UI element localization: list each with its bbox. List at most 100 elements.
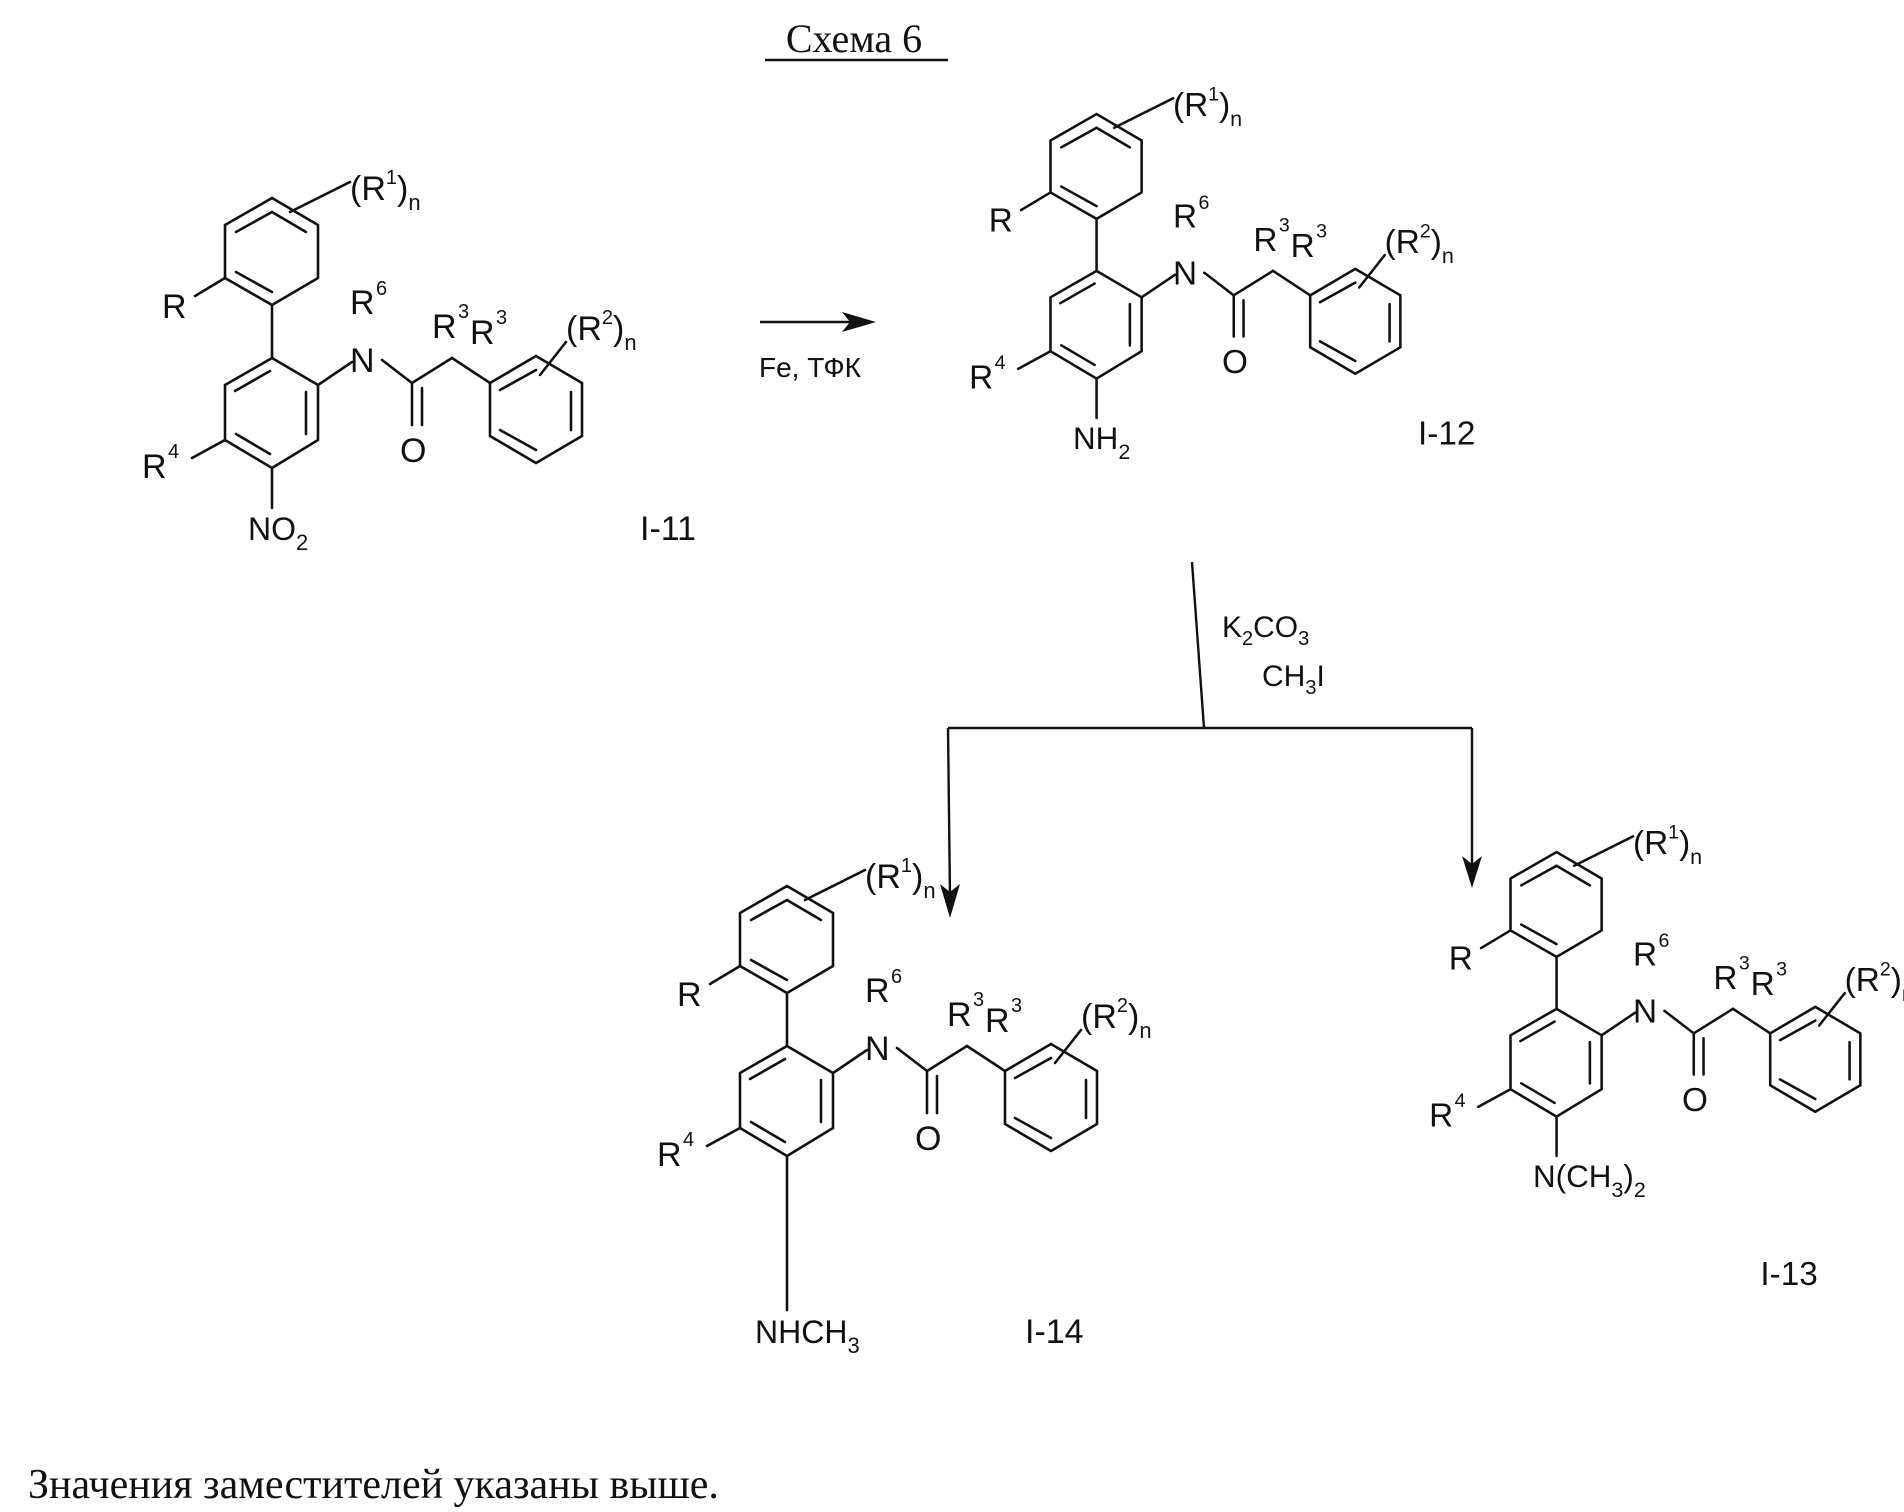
upper-ring-inner-bond xyxy=(751,900,821,920)
nitrogen-label: N xyxy=(1633,994,1657,1031)
upper-ring xyxy=(1051,114,1142,219)
compound-id-label: I-13 xyxy=(1760,1256,1817,1293)
r4-sup: 4 xyxy=(995,352,1006,374)
r-bond xyxy=(710,966,740,984)
benzyl-ring xyxy=(1005,1044,1097,1151)
oxygen-label: O xyxy=(1222,344,1248,381)
central-ring xyxy=(225,358,318,468)
r2-part-2: ) xyxy=(1431,224,1442,261)
benzyl-bond xyxy=(1273,271,1310,296)
amide-n-bond xyxy=(318,362,352,385)
benzyl-ring xyxy=(490,356,582,463)
reagent-step2-line2: CH3I xyxy=(1262,660,1325,699)
r1-group-label: (R1)n xyxy=(350,167,421,215)
r1-group-label: (R1)n xyxy=(865,855,936,903)
upper-ring-inner-bond xyxy=(236,272,272,292)
benzyl-ring-inner-bond xyxy=(1320,341,1355,361)
r1-part-1: 1 xyxy=(1208,83,1219,105)
r3a-sup: 3 xyxy=(1279,215,1290,237)
r1-group-label: (R1)n xyxy=(1633,821,1702,868)
compound-id-label: I-12 xyxy=(1418,415,1475,452)
r1-part-3: n xyxy=(1690,844,1702,869)
upper-ring xyxy=(740,886,833,993)
oxygen-label: O xyxy=(915,1120,941,1158)
r4-sup: 4 xyxy=(1455,1090,1466,1112)
r4-sup: 4 xyxy=(683,1129,694,1151)
r4-bond xyxy=(192,440,225,458)
r1-bond xyxy=(1114,98,1173,127)
r1-part-1: 1 xyxy=(1668,821,1679,843)
reagent-co: CO xyxy=(1253,611,1298,644)
alpha-carbon-bond xyxy=(412,358,452,383)
substituent-part-1: 3 xyxy=(847,1333,859,1358)
benzyl-bond xyxy=(967,1046,1005,1071)
r4-bond xyxy=(1478,1089,1510,1107)
r2-part-2: ) xyxy=(1891,962,1902,999)
substituent-part-3: 2 xyxy=(1634,1177,1646,1202)
r2-part-2: ) xyxy=(613,310,624,348)
r4-label: R xyxy=(142,448,167,486)
r3-label-a: R xyxy=(1713,960,1737,997)
nitrogen-label: N xyxy=(865,1030,890,1068)
central-ring xyxy=(1051,271,1142,379)
upper-ring xyxy=(225,198,318,305)
reagent-co-sub: 3 xyxy=(1298,628,1309,650)
upper-ring-inner-bond xyxy=(236,212,306,232)
r-label: R xyxy=(989,203,1013,240)
r1-bond xyxy=(805,870,865,900)
benzyl-ring-inner-bond xyxy=(1015,1118,1051,1138)
amine-substituent-label: NO2 xyxy=(248,511,308,555)
r3a-sup: 3 xyxy=(973,989,984,1011)
central-ring xyxy=(1511,1009,1602,1117)
r3-label-b: R xyxy=(1291,228,1315,265)
r1-part-0: (R xyxy=(350,170,386,208)
r4-label: R xyxy=(1429,1097,1453,1134)
amide-n-bond xyxy=(833,1050,867,1073)
reagent-ch: CH xyxy=(1262,660,1305,693)
benzyl-ring xyxy=(1770,1007,1860,1112)
r1-group-label: (R1)n xyxy=(1173,83,1242,130)
n-carbonyl-bond xyxy=(1664,1011,1693,1034)
n-carbonyl-bond xyxy=(382,360,412,383)
substituent-part-0: NHCH xyxy=(755,1314,847,1350)
upper-ring-inner-bond xyxy=(1061,128,1130,148)
central-ring-inner-bond xyxy=(1520,1022,1554,1042)
compound-i-11: RR4NR6R3R3O(R1)n(R2)nNO2I-11 xyxy=(142,167,696,555)
r2-part-1: 2 xyxy=(1117,995,1128,1017)
r2-group-label: (R2)n xyxy=(1081,995,1152,1043)
r1-bond xyxy=(290,182,350,212)
substituent-part-0: NH xyxy=(1073,421,1118,456)
amine-substituent-label: NH2 xyxy=(1073,421,1130,464)
r4-bond xyxy=(1018,351,1050,369)
compound-id-label: I-11 xyxy=(640,510,696,548)
nitrogen-label: N xyxy=(1173,256,1197,293)
r2-part-0: (R xyxy=(1845,962,1880,999)
upper-ring xyxy=(1511,852,1602,957)
r3-label-a: R xyxy=(432,308,457,346)
r4-bond xyxy=(707,1128,740,1146)
r4-label: R xyxy=(657,1136,682,1174)
benzyl-ring-inner-bond xyxy=(500,430,536,450)
r6-label: R xyxy=(350,284,375,322)
nitrogen-label: N xyxy=(350,342,375,380)
compound-id-label: I-14 xyxy=(1025,1313,1084,1351)
r3a-sup: 3 xyxy=(1739,953,1750,975)
r-label: R xyxy=(677,976,702,1014)
r1-part-0: (R xyxy=(865,858,901,896)
r2-part-1: 2 xyxy=(1880,959,1891,981)
r2-group-label: (R2)n xyxy=(1385,221,1454,268)
r6-sup: 6 xyxy=(1658,930,1669,952)
n-carbonyl-bond xyxy=(897,1048,927,1071)
footer-note: Значения заместителей указаны выше. xyxy=(28,1462,719,1508)
r2-part-1: 2 xyxy=(1420,221,1431,243)
r3b-sup: 3 xyxy=(1316,221,1327,243)
substituent-part-0: NO xyxy=(248,511,296,547)
r1-part-0: (R xyxy=(1173,87,1208,124)
r2-part-0: (R xyxy=(1385,224,1420,261)
r3b-sup: 3 xyxy=(1776,959,1787,981)
benzyl-bond xyxy=(452,358,490,383)
upper-ring-inner-bond xyxy=(751,960,787,980)
r6-label: R xyxy=(1173,199,1197,236)
r2-group-label: (R2)n xyxy=(566,307,637,355)
substituent-part-1: 2 xyxy=(296,530,308,555)
